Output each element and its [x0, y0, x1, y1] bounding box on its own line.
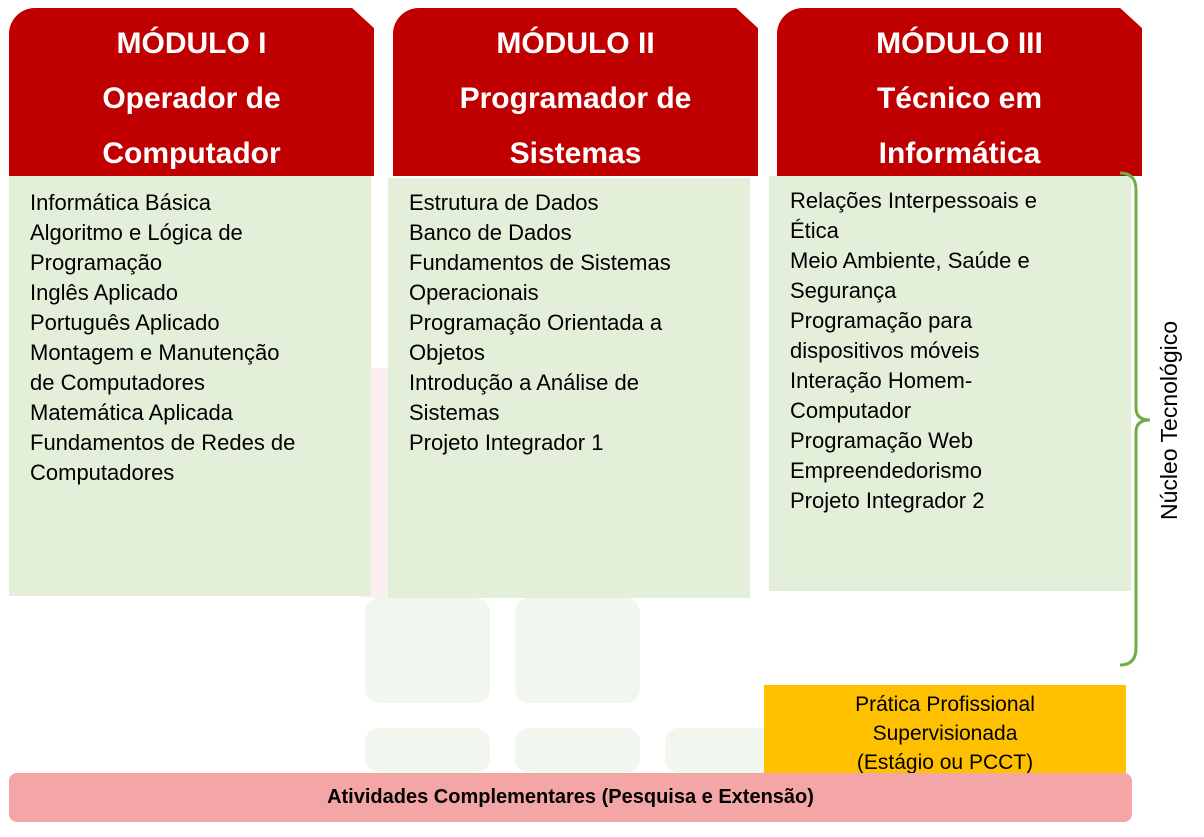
module-2-body: Estrutura de Dados Banco de Dados Fundam…: [388, 178, 750, 598]
watermark-block: [515, 598, 640, 703]
module-2-item: Objetos: [409, 340, 485, 365]
module-2-item: Operacionais: [409, 280, 539, 305]
practice-box: Prática Profissional Supervisionada (Est…: [764, 685, 1126, 784]
module-3-item: Segurança: [790, 278, 897, 303]
module-2-subtitle-line-1: Programador de: [459, 82, 692, 115]
side-label: Núcleo Tecnológico: [1156, 320, 1183, 520]
practice-line: (Estágio ou PCCT): [856, 751, 1034, 774]
module-1-subtitle-line-2: Computador: [102, 137, 281, 170]
module-1-title: MÓDULO I: [116, 27, 267, 60]
module-3-item: dispositivos móveis: [790, 338, 980, 363]
module-2-title: MÓDULO II: [496, 27, 655, 60]
module-3-item: Relações Interpessoais e: [790, 188, 1038, 213]
module-2-item: Projeto Integrador 1: [409, 430, 604, 455]
module-2-item: Programação Orientada a: [409, 310, 663, 335]
practice-line: Prática Profissional: [855, 693, 1035, 716]
module-2-item: Sistemas: [409, 400, 500, 425]
module-2-item: Banco de Dados: [409, 220, 572, 245]
module-1-item: Computadores: [30, 460, 175, 485]
module-1-item: de Computadores: [30, 370, 205, 395]
module-1-item: Montagem e Manutenção: [30, 340, 280, 365]
module-3-item: Ética: [790, 218, 839, 243]
module-3-item: Programação para: [790, 308, 973, 333]
module-3-header: MÓDULO III Técnico em Informática: [777, 8, 1142, 176]
module-2-item: Estrutura de Dados: [409, 190, 599, 215]
module-2-item: Fundamentos de Sistemas: [409, 250, 671, 275]
module-1-body: Informática Básica Algoritmo e Lógica de…: [9, 176, 371, 596]
module-3-item: Meio Ambiente, Saúde e: [790, 248, 1030, 273]
module-3-item: Programação Web: [790, 428, 974, 453]
module-3-body: Relações Interpessoais e Ética Meio Ambi…: [769, 176, 1131, 591]
curly-brace-icon: [1120, 171, 1151, 667]
module-3-item: Empreendedorismo: [790, 458, 982, 483]
module-3-title: MÓDULO III: [876, 27, 1043, 60]
module-1-header: MÓDULO I Operador de Computador: [9, 8, 374, 176]
module-3-subtitle-line-1: Técnico em: [876, 82, 1043, 115]
watermark-block: [365, 598, 490, 703]
module-1-item: Inglês Aplicado: [30, 280, 178, 305]
module-1-item: Português Aplicado: [30, 310, 220, 335]
module-2-item: Introdução a Análise de: [409, 370, 639, 395]
module-3-item: Computador: [790, 398, 912, 423]
module-2-header: MÓDULO II Programador de Sistemas: [393, 8, 758, 176]
side-label-container: Núcleo Tecnológico: [1140, 180, 1200, 660]
module-1-item: Programação: [30, 250, 163, 275]
module-3-item: Projeto Integrador 2: [790, 488, 985, 513]
module-3-subtitle-line-2: Informática: [878, 137, 1041, 170]
module-3-item: Interação Homem-: [790, 368, 973, 393]
module-1-item: Algoritmo e Lógica de: [30, 220, 243, 245]
practice-line: Supervisionada: [872, 722, 1018, 745]
module-1-item: Informática Básica: [30, 190, 211, 215]
module-1-item: Matemática Aplicada: [30, 400, 233, 425]
watermark-block: [365, 728, 490, 773]
module-1-subtitle-line-1: Operador de: [102, 82, 281, 115]
activities-bar: Atividades Complementares (Pesquisa e Ex…: [9, 773, 1132, 822]
watermark-block: [515, 728, 640, 773]
activities-label: Atividades Complementares (Pesquisa e Ex…: [327, 786, 814, 808]
module-1-item: Fundamentos de Redes de: [30, 430, 296, 455]
module-2-subtitle-line-2: Sistemas: [509, 137, 642, 170]
